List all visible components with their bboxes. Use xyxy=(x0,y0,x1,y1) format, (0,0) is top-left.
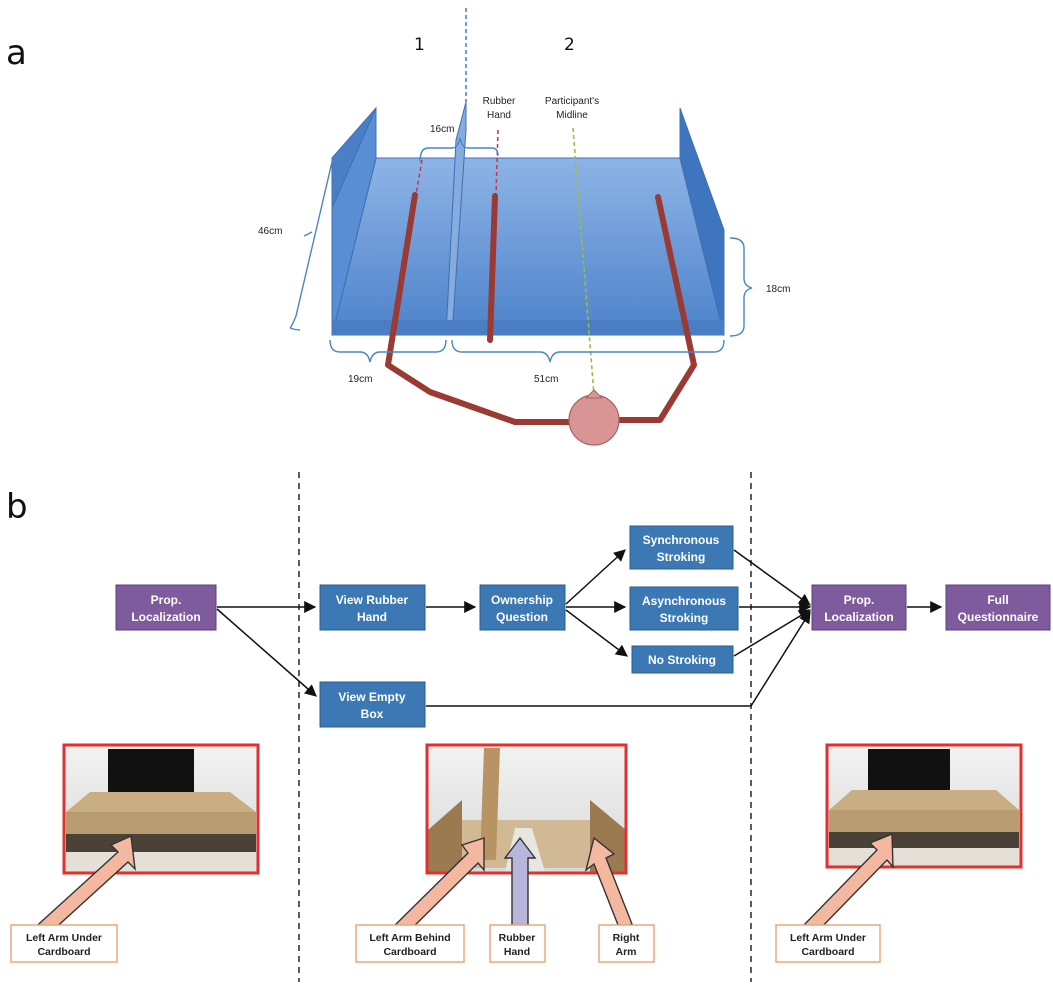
arrow-rubber-hand xyxy=(503,836,537,931)
node-text: Box xyxy=(361,707,384,721)
node-text: Prop. xyxy=(844,593,875,607)
callout-left-arm-under-1: Left Arm Under Cardboard xyxy=(10,924,118,963)
midline-annotation-line2: Midline xyxy=(556,110,588,121)
callout-text: Cardboard xyxy=(383,946,436,958)
node-text: View Rubber xyxy=(336,593,409,607)
node-text: Question xyxy=(496,610,548,624)
node-text: Full xyxy=(987,593,1008,607)
dim-left-width: 19cm xyxy=(348,374,372,385)
callout-text: Left Arm Behind xyxy=(369,932,450,944)
midline-annotation-line1: Participant's xyxy=(545,96,599,107)
rubber-hand-annotation-line1: Rubber xyxy=(483,96,516,107)
callout-text: Right xyxy=(613,932,640,944)
callout-text: Left Arm Under xyxy=(26,932,102,944)
column-label-1: 1 xyxy=(414,35,425,55)
dim-height: 18cm xyxy=(766,284,790,295)
node-text: Ownership xyxy=(491,593,553,607)
callout-left-arm-under-2: Left Arm Under Cardboard xyxy=(775,924,881,963)
callout-text: Left Arm Under xyxy=(790,932,866,944)
dim-gap: 16cm xyxy=(430,124,454,135)
panel-b-label: b xyxy=(6,487,28,527)
node-text: No Stroking xyxy=(648,653,716,667)
node-prop-localization-2: Prop. Localization xyxy=(811,584,907,631)
rubber-hand-guide xyxy=(495,129,499,196)
node-asynchronous-stroking: Asynchronous Stroking xyxy=(629,586,739,631)
node-text: Prop. xyxy=(151,593,182,607)
photo-box-empty-2 xyxy=(825,743,1023,869)
callout-text: Rubber xyxy=(499,932,536,944)
node-full-questionnaire: Full Questionnaire xyxy=(945,584,1051,631)
node-view-empty-box: View Empty Box xyxy=(319,681,426,728)
callout-text: Cardboard xyxy=(801,946,854,958)
right-arm xyxy=(615,194,697,423)
participant-nose xyxy=(584,389,604,399)
node-text: Hand xyxy=(357,610,387,624)
node-text: View Empty xyxy=(338,690,405,704)
node-text: Stroking xyxy=(660,611,709,625)
photo-box-empty-1 xyxy=(62,743,260,875)
participant-head xyxy=(568,394,620,446)
node-text: Localization xyxy=(824,610,893,624)
callout-left-arm-behind: Left Arm Behind Cardboard xyxy=(355,924,465,963)
node-ownership-question: Ownership Question xyxy=(479,584,566,631)
dimension-braces xyxy=(289,137,753,363)
callout-text: Hand xyxy=(504,946,530,958)
node-text: Asynchronous xyxy=(642,594,726,608)
panel-a-label: a xyxy=(6,33,27,73)
node-text: Questionnaire xyxy=(958,610,1039,624)
node-synchronous-stroking: Synchronous Stroking xyxy=(629,525,734,570)
rubber-hand-annotation-line2: Hand xyxy=(487,110,511,121)
arms xyxy=(385,192,697,425)
callout-text: Cardboard xyxy=(37,946,90,958)
cardboard-box xyxy=(331,101,725,336)
left-arm xyxy=(385,192,573,425)
callout-right-arm: Right Arm xyxy=(598,924,655,963)
node-view-rubber-hand: View Rubber Hand xyxy=(319,584,426,631)
callout-rubber-hand: Rubber Hand xyxy=(489,924,546,963)
node-text: Localization xyxy=(131,610,200,624)
flow-connectors xyxy=(216,549,943,707)
node-prop-localization-1: Prop. Localization xyxy=(115,584,217,631)
node-no-stroking: No Stroking xyxy=(631,645,734,674)
node-text: Synchronous xyxy=(643,533,720,547)
participant-midline xyxy=(572,127,595,396)
dim-depth: 46cm xyxy=(258,226,282,237)
left-arm-guide xyxy=(415,159,423,196)
column-label-2: 2 xyxy=(564,35,575,55)
dim-right-width: 51cm xyxy=(534,374,558,385)
node-text: Stroking xyxy=(657,550,706,564)
rubber-hand xyxy=(487,193,498,343)
callout-text: Arm xyxy=(615,946,636,958)
